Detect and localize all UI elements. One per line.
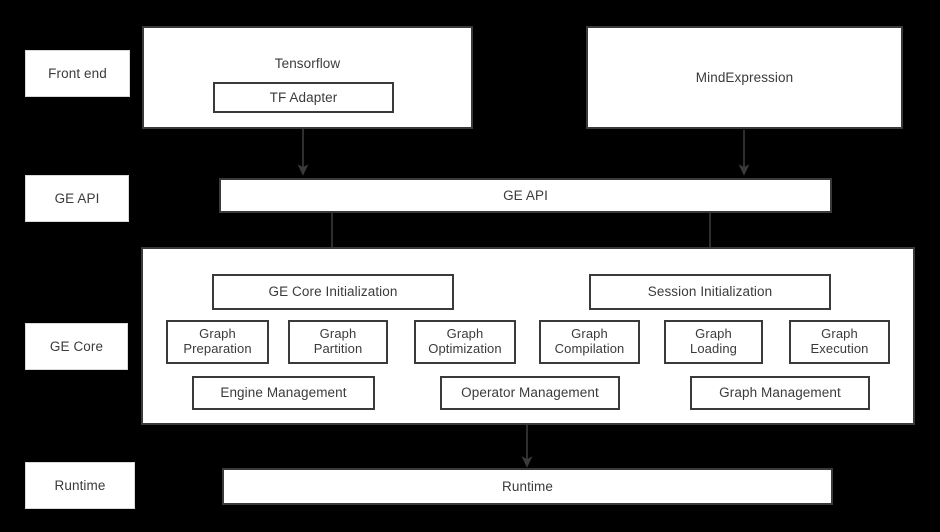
layer-label-ge-api: GE API [25, 175, 129, 222]
graph-loading-line1: Graph [695, 326, 732, 342]
tensorflow-panel: Tensorflow [142, 26, 473, 129]
graph-loading-line2: Loading [690, 341, 737, 356]
graph-preparation-line2: Preparation [183, 341, 252, 356]
graph-loading-box[interactable]: Graph Loading [664, 320, 763, 364]
graph-partition-box[interactable]: Graph Partition [288, 320, 388, 364]
graph-compilation-line1: Graph [571, 326, 608, 342]
mindexpression-panel: MindExpression [586, 26, 903, 129]
mindexpression-label: MindExpression [695, 69, 794, 85]
graph-optimization-line2: Optimization [428, 341, 502, 356]
runtime-bar[interactable]: Runtime [222, 468, 833, 505]
layer-label-ge-core: GE Core [25, 323, 128, 370]
graph-compilation-box[interactable]: Graph Compilation [539, 320, 640, 364]
graph-execution-line2: Execution [810, 341, 869, 356]
graph-optimization-box[interactable]: Graph Optimization [414, 320, 516, 364]
graph-partition-line2: Partition [313, 341, 363, 356]
graph-compilation-line2: Compilation [554, 341, 625, 356]
tf-adapter-box[interactable]: TF Adapter [213, 82, 394, 113]
graph-execution-line1: Graph [821, 326, 858, 342]
tensorflow-label: Tensorflow [274, 56, 341, 71]
ge-core-initialization-box[interactable]: GE Core Initialization [212, 274, 454, 310]
session-initialization-box[interactable]: Session Initialization [589, 274, 831, 310]
graph-partition-line1: Graph [319, 326, 357, 342]
layer-label-runtime: Runtime [25, 462, 135, 509]
graph-preparation-line1: Graph [199, 326, 236, 342]
layer-label-front-end: Front end [25, 50, 130, 97]
engine-management-box[interactable]: Engine Management [192, 376, 375, 410]
graph-preparation-box[interactable]: Graph Preparation [166, 320, 269, 364]
graph-execution-box[interactable]: Graph Execution [789, 320, 890, 364]
ge-api-bar[interactable]: GE API [219, 178, 832, 213]
operator-management-box[interactable]: Operator Management [440, 376, 620, 410]
graph-management-box[interactable]: Graph Management [690, 376, 870, 410]
graph-optimization-line1: Graph [446, 326, 484, 342]
